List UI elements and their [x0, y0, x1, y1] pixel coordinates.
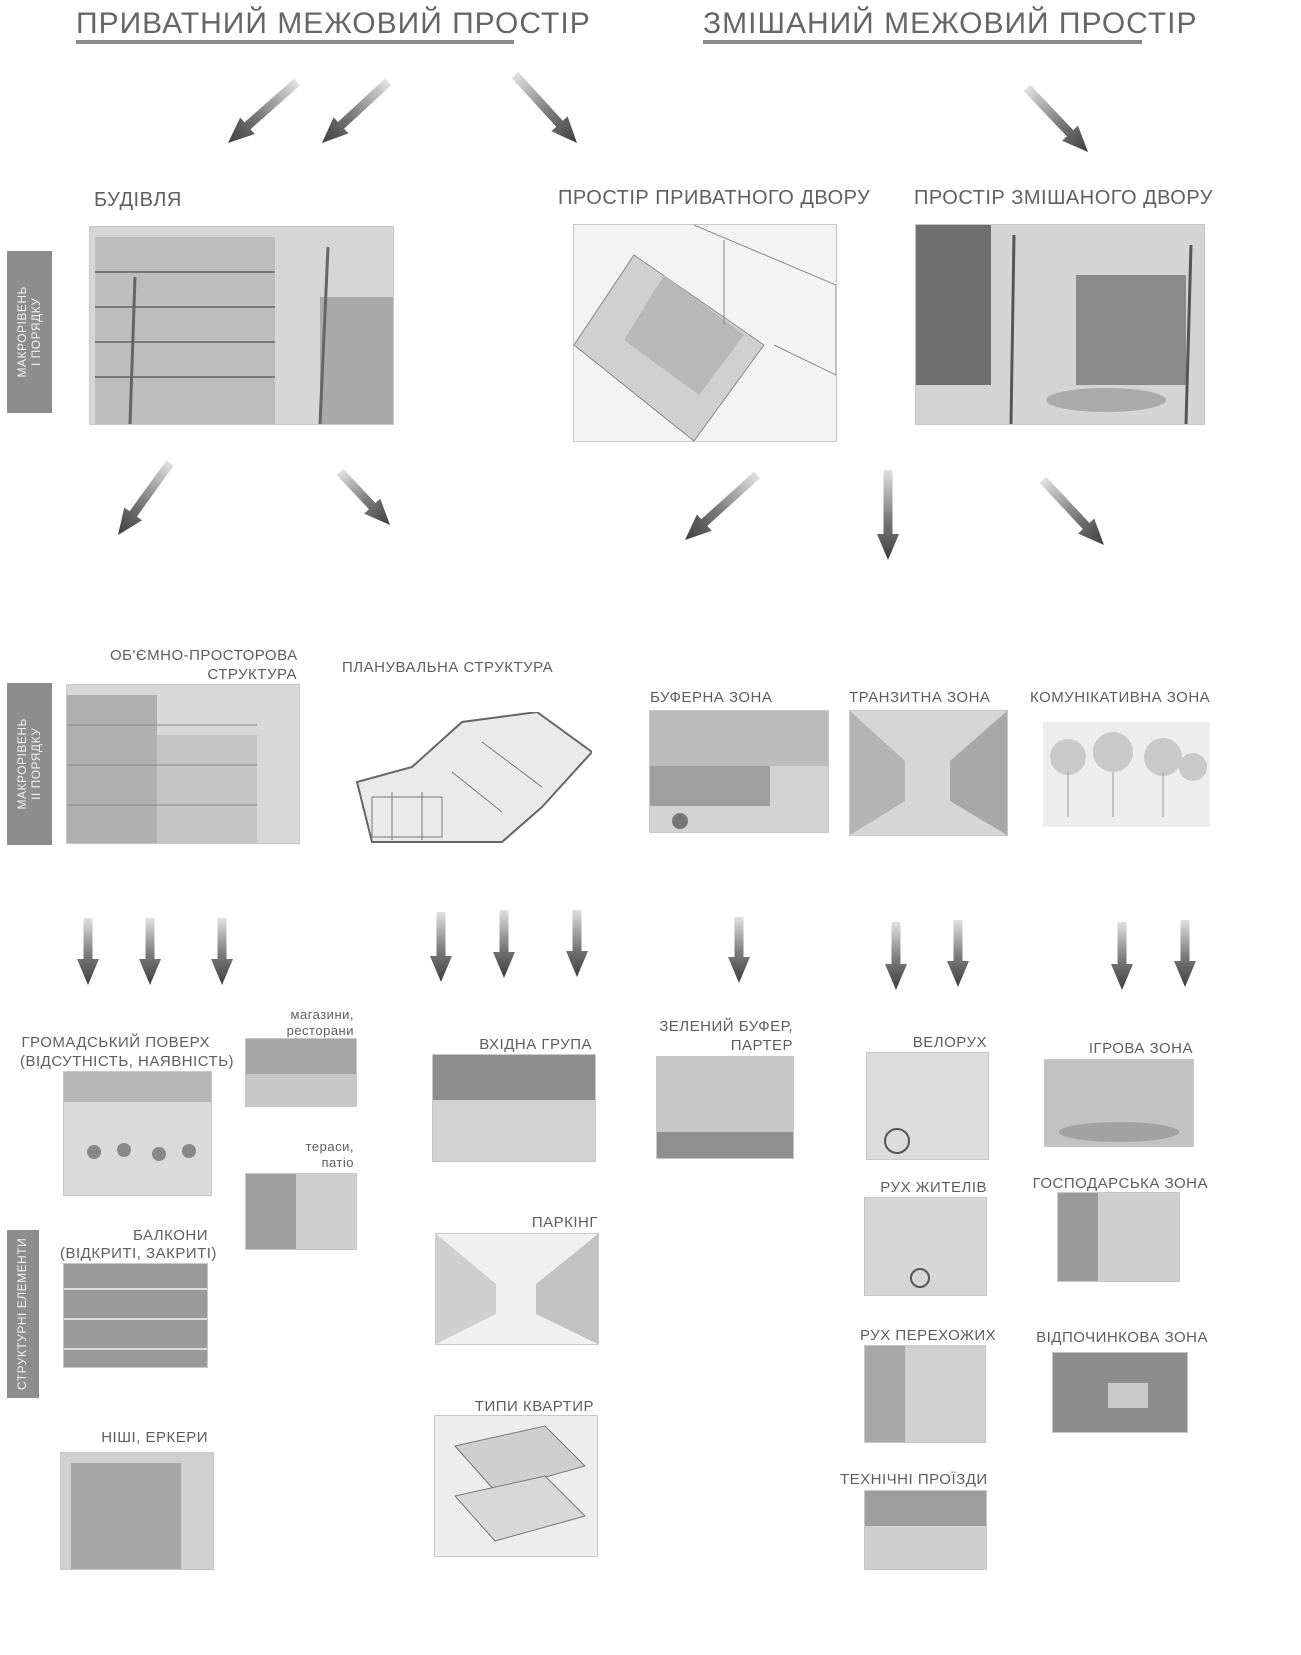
flow-arrow	[877, 470, 899, 560]
flow-arrow	[322, 79, 391, 143]
flow-arrow	[493, 910, 515, 978]
flow-arrow	[228, 79, 300, 143]
flow-arrow	[118, 460, 174, 535]
flow-arrow	[77, 918, 99, 985]
flow-arrow	[947, 920, 969, 987]
flow-arrow	[139, 918, 161, 985]
flow-arrow	[566, 910, 588, 977]
flow-arrow	[885, 922, 907, 990]
flow-arrow	[430, 912, 452, 982]
flow-arrow	[1024, 85, 1088, 152]
flow-arrow	[728, 917, 750, 983]
flow-arrow	[1040, 477, 1104, 545]
flow-arrow	[337, 469, 390, 525]
flow-arrow	[1111, 922, 1133, 990]
flow-arrow	[685, 472, 760, 540]
flow-arrow	[211, 918, 233, 985]
flow-arrow	[1174, 920, 1196, 987]
flow-arrow	[512, 72, 577, 143]
